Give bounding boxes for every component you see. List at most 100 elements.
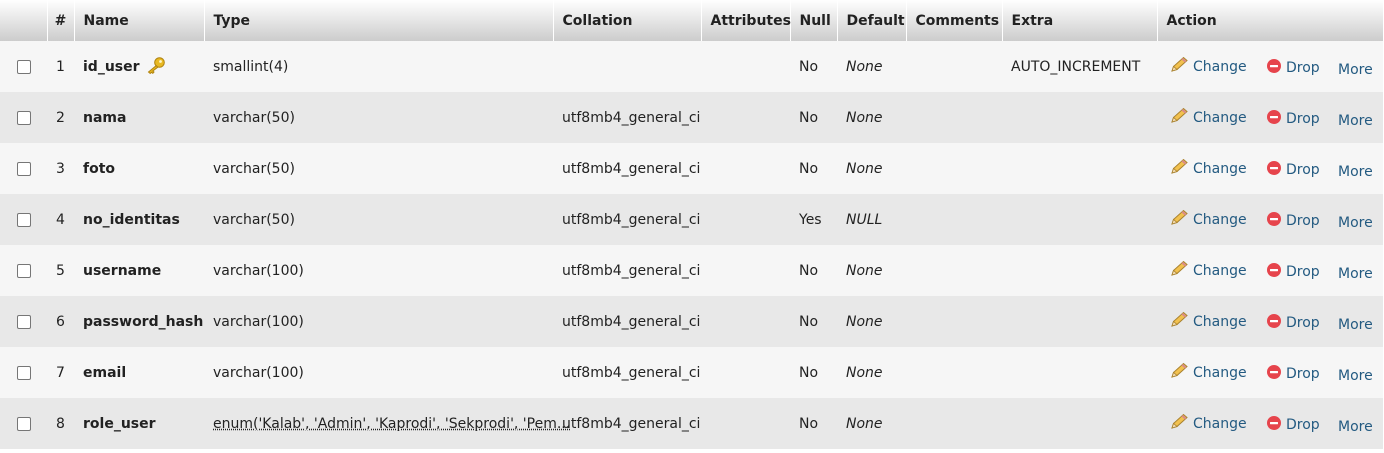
column-extra [1002,347,1157,398]
header-attributes[interactable]: Attributes [701,0,791,41]
more-button[interactable]: More [1338,367,1373,384]
header-default[interactable]: Default [837,0,907,41]
change-button[interactable]: Change [1169,260,1266,282]
column-null: No [799,313,819,330]
column-type: varchar(100) [213,364,304,381]
change-button[interactable]: Change [1169,413,1266,435]
row-checkbox[interactable] [16,161,31,176]
more-button[interactable]: More [1338,316,1373,333]
header-extra[interactable]: Extra [1002,0,1158,41]
change-label: Change [1193,364,1247,381]
change-button[interactable]: Change [1169,107,1266,129]
change-button[interactable]: Change [1169,158,1266,180]
column-name-cell: password_hash [74,296,204,347]
primary-key-icon [146,56,166,78]
change-button[interactable]: Change [1169,56,1266,78]
drop-button[interactable]: Drop [1266,58,1338,78]
change-label: Change [1193,160,1247,177]
row-select-cell [0,296,47,347]
column-type: varchar(100) [213,313,304,330]
column-type-enum[interactable]: enum('Kalab', 'Admin', 'Kaprodi', 'Sekpr… [213,415,571,432]
drop-button[interactable]: Drop [1266,160,1338,180]
column-type: varchar(50) [213,109,295,126]
drop-button[interactable]: Drop [1266,313,1338,333]
drop-label: Drop [1286,314,1320,331]
row-checkbox[interactable] [16,314,31,329]
drop-label: Drop [1286,416,1320,433]
drop-button[interactable]: Drop [1266,415,1338,435]
column-attributes [701,92,790,143]
more-button[interactable]: More [1338,163,1373,180]
column-type: varchar(100) [213,262,304,279]
drop-button[interactable]: Drop [1266,262,1338,282]
drop-label: Drop [1286,161,1320,178]
column-type: varchar(50) [213,211,295,228]
table-header-row: # Name Type Collation Attributes Null De… [0,0,1384,41]
column-default: None [846,262,883,279]
row-checkbox[interactable] [16,263,31,278]
column-type-cell: varchar(50) [204,143,553,194]
header-collation[interactable]: Collation [553,0,702,41]
change-label: Change [1193,313,1247,330]
drop-button[interactable]: Drop [1266,211,1338,231]
row-checkbox[interactable] [16,365,31,380]
row-number: 6 [56,313,65,330]
row-select-cell [0,194,47,245]
row-number: 7 [56,364,65,381]
drop-button[interactable]: Drop [1266,109,1338,129]
header-null[interactable]: Null [790,0,838,41]
more-button[interactable]: More [1338,112,1373,129]
drop-label: Drop [1286,263,1320,280]
column-default: None [846,109,883,126]
more-button[interactable]: More [1338,418,1373,435]
header-num[interactable]: # [47,0,75,41]
column-null: No [799,415,819,432]
row-select-cell [0,143,47,194]
row-checkbox[interactable] [16,416,31,431]
column-extra [1002,143,1157,194]
more-button[interactable]: More [1338,61,1373,78]
column-attributes [701,41,790,92]
change-button[interactable]: Change [1169,362,1266,384]
pencil-icon [1169,107,1193,129]
more-button[interactable]: More [1338,265,1373,282]
change-button[interactable]: Change [1169,209,1266,231]
more-button[interactable]: More [1338,214,1373,231]
header-type[interactable]: Type [204,0,554,41]
change-button[interactable]: Change [1169,311,1266,333]
column-extra [1002,245,1157,296]
column-name: no_identitas [83,211,180,228]
row-actions: Change Drop More [1157,296,1383,347]
row-checkbox[interactable] [16,212,31,227]
column-name: password_hash [83,313,204,330]
row-checkbox[interactable] [16,110,31,125]
row-actions: Change Drop More [1157,143,1383,194]
header-name[interactable]: Name [74,0,205,41]
column-collation: utf8mb4_general_ci [562,160,701,177]
drop-icon [1266,58,1286,78]
drop-button[interactable]: Drop [1266,364,1338,384]
column-extra [1002,398,1157,449]
column-type: varchar(50) [213,160,295,177]
column-collation: utf8mb4_general_ci [562,364,701,381]
header-comments[interactable]: Comments [906,0,1003,41]
column-type-cell: varchar(100) [204,296,553,347]
column-default: None [846,415,883,432]
row-actions: Change Drop More [1157,398,1383,449]
row-number: 2 [56,109,65,126]
header-select [0,0,48,41]
drop-icon [1266,415,1286,435]
column-name: foto [83,160,116,177]
column-null: No [799,109,819,126]
row-checkbox[interactable] [16,59,31,74]
